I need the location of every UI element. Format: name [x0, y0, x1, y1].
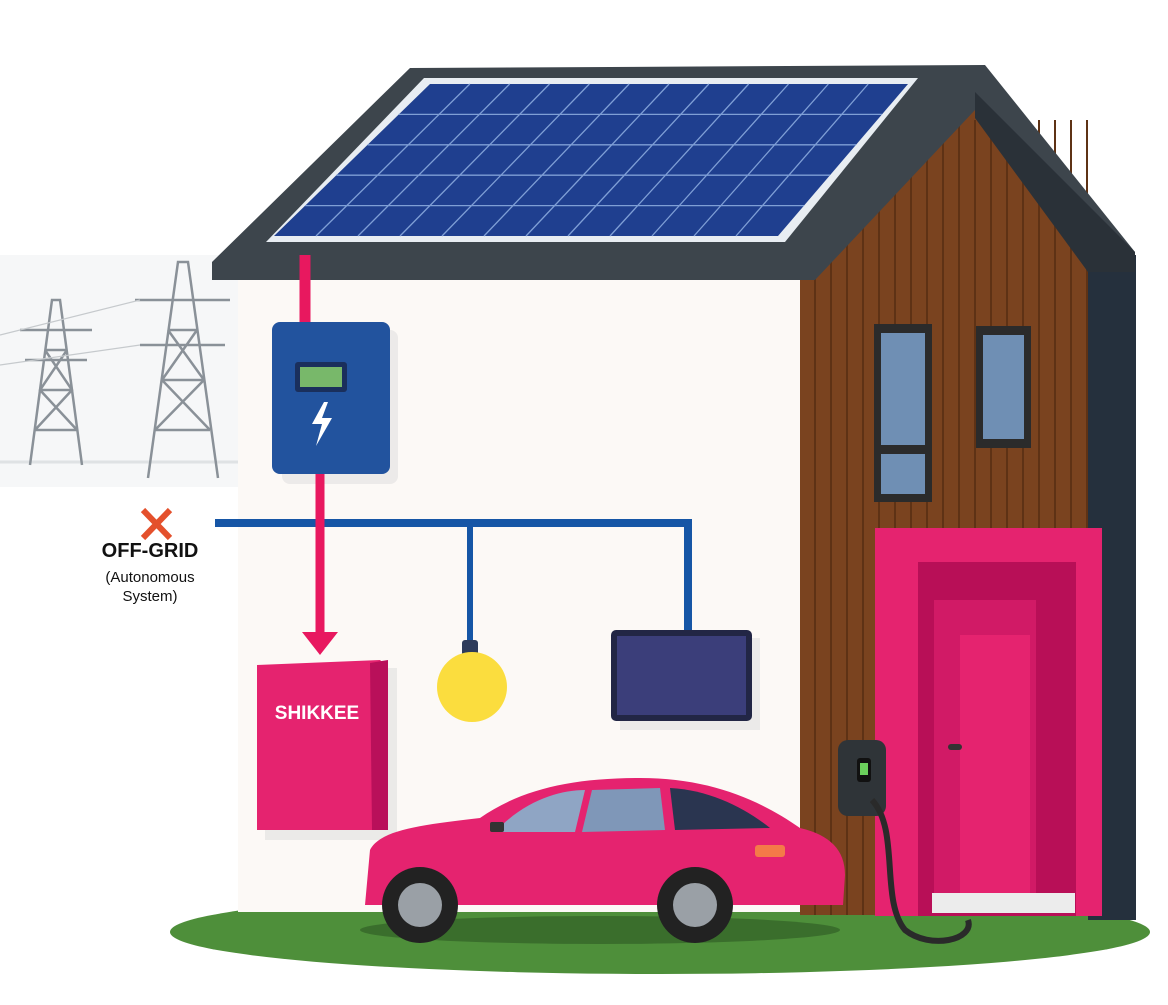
- inverter: [272, 322, 398, 484]
- wiring-line: [215, 519, 692, 632]
- window-right: [976, 326, 1031, 448]
- solar-panel: [266, 78, 918, 242]
- grid-line: [693, 83, 829, 237]
- grid-line: [441, 83, 590, 237]
- battery: [257, 660, 397, 840]
- car: [360, 778, 845, 944]
- cross-icon: [140, 507, 173, 541]
- grid-line: [567, 83, 710, 237]
- grid-line: [609, 83, 750, 237]
- grid-line: [315, 83, 471, 237]
- grid-line: [735, 83, 869, 237]
- grid-line: [399, 83, 550, 237]
- grid-line: [525, 83, 670, 237]
- grid-line: [651, 83, 789, 237]
- power-pylons: [0, 255, 238, 487]
- lightning-icon: [312, 402, 332, 446]
- autonomous-system-label: (Autonomous System): [105, 569, 195, 605]
- light-bulb: [437, 640, 507, 722]
- door: [875, 528, 1102, 916]
- grid-line: [357, 83, 511, 237]
- ev-charger: [838, 740, 972, 944]
- grid-line: [483, 83, 630, 237]
- battery-brand-label: SHIKKEE: [274, 703, 360, 724]
- off-grid-label: OFF-GRID: [101, 540, 199, 562]
- television: [611, 630, 760, 730]
- window-left: [874, 324, 932, 502]
